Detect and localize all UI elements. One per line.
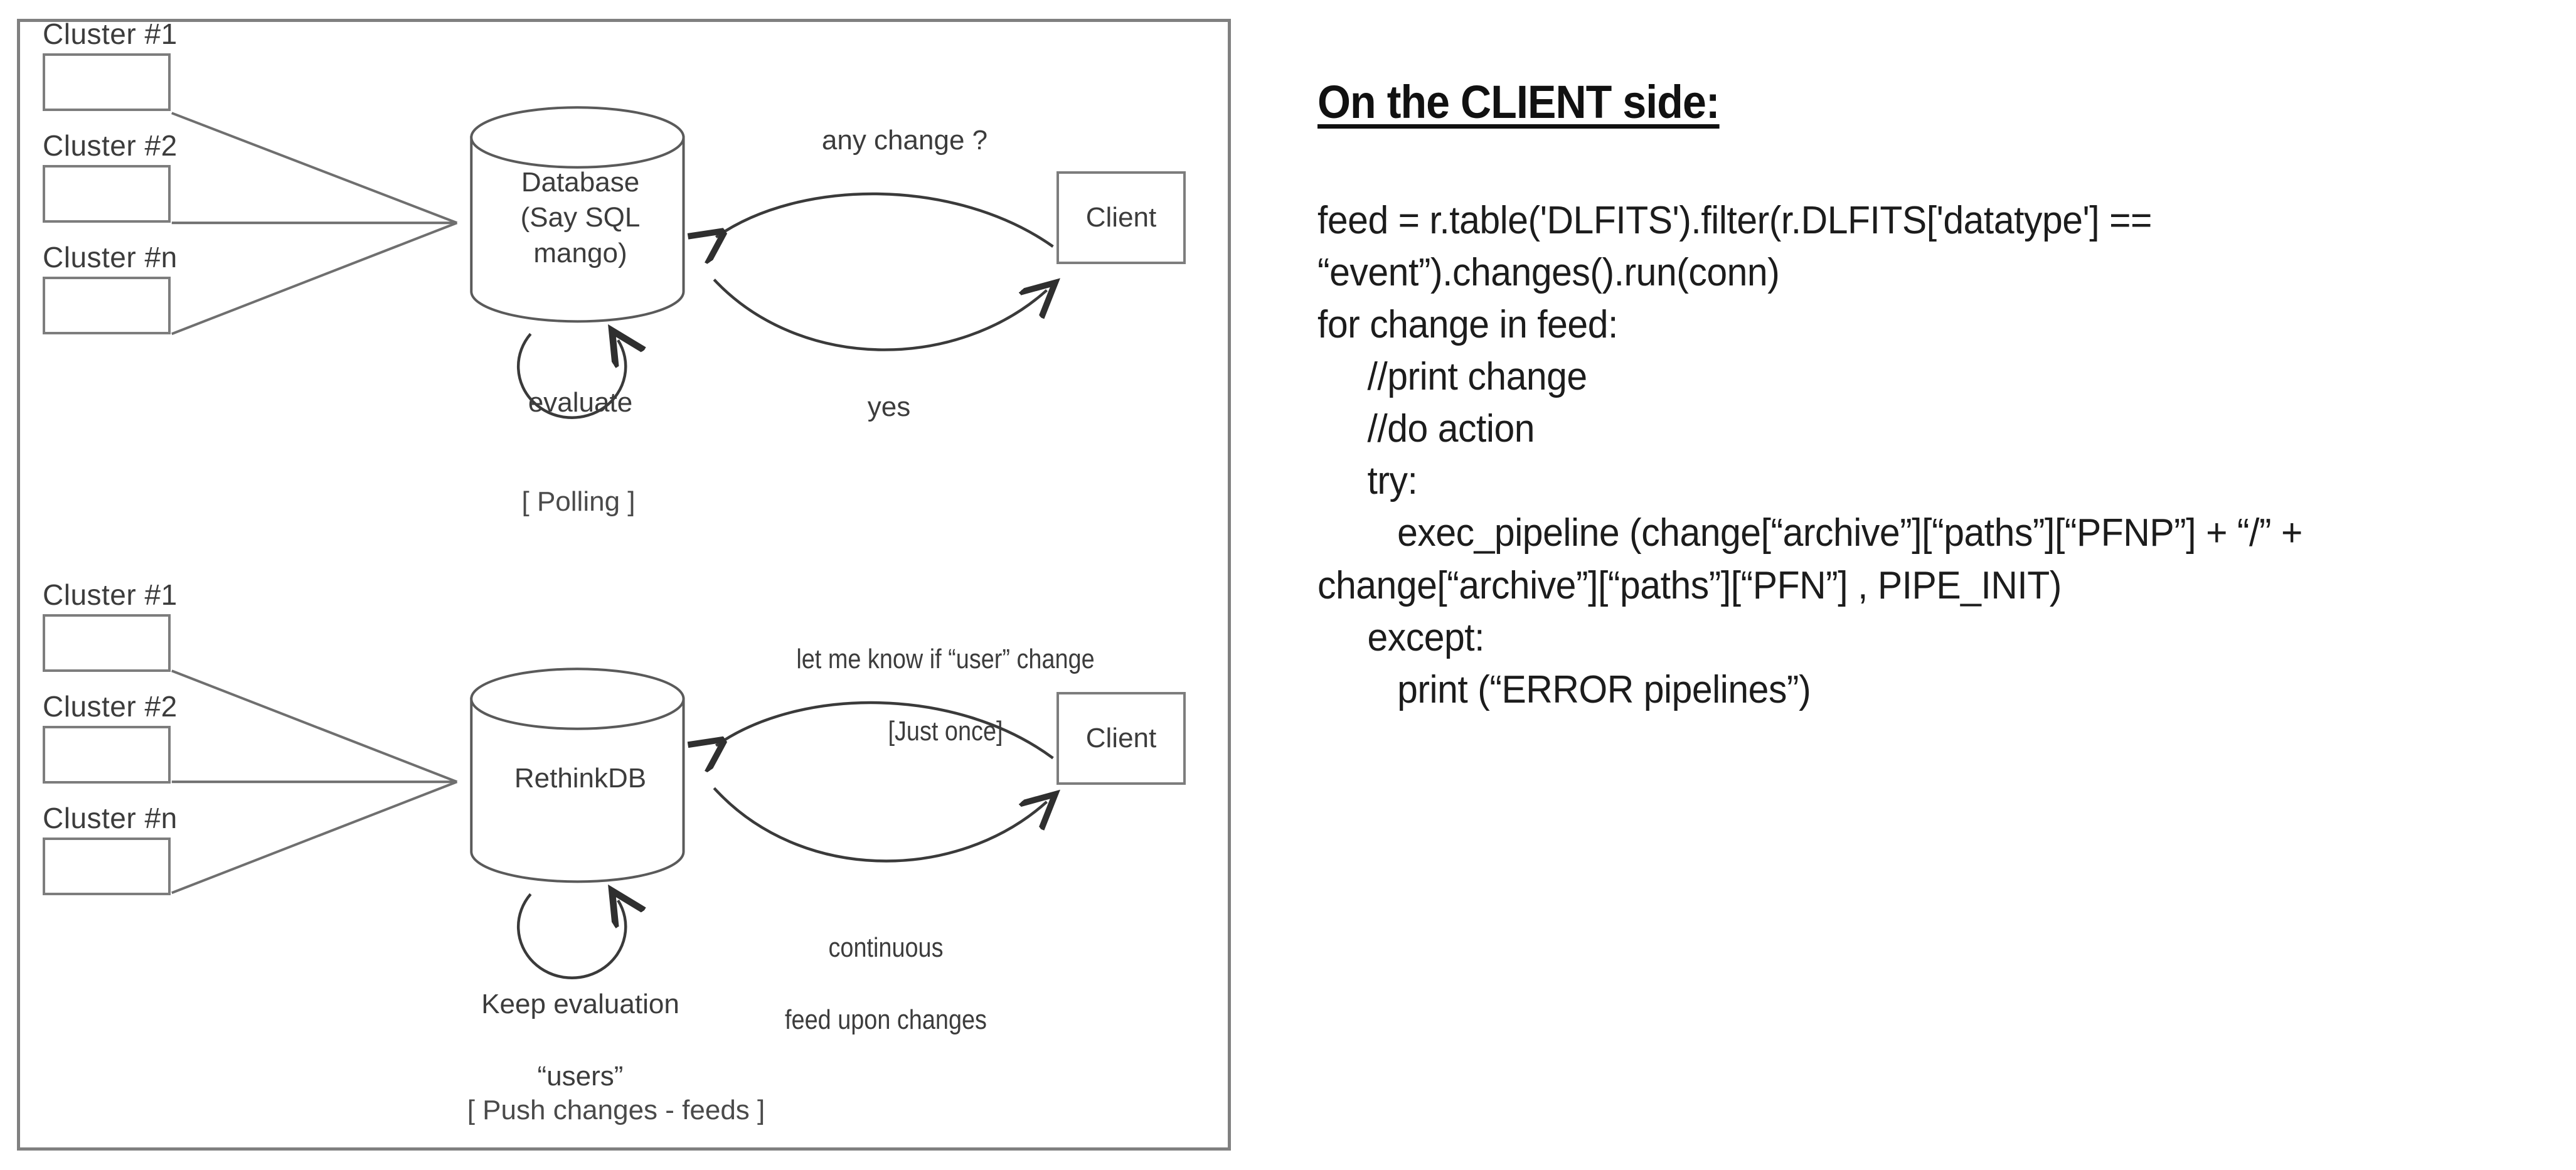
code-line: //do action — [1317, 407, 1535, 451]
code-line: try: — [1317, 459, 1418, 503]
code-line: for change in feed: — [1317, 303, 1618, 347]
continuous-feed-arrow — [713, 787, 1046, 863]
code-line: exec_pipeline (change[“archive”][“paths”… — [1317, 511, 2302, 555]
client-side-heading: On the CLIENT side: — [1317, 76, 1720, 128]
top-cluster-connectors — [171, 112, 458, 336]
continuous-feed-label: continuous feed upon changes — [745, 894, 1026, 1073]
cluster-label-bottom-1: Cluster #1 — [43, 578, 178, 611]
code-line: feed = r.table('DLFITS').filter(r.DLFITS… — [1317, 199, 2152, 242]
keep-evaluation-line-2: “users” — [537, 1060, 624, 1092]
cluster-box-top-3 — [43, 277, 171, 334]
code-line: “event”).changes().run(conn) — [1317, 251, 1780, 295]
architecture-diagram-panel: Cluster #1 Cluster #2 Cluster #n Databas… — [17, 18, 1231, 1151]
cluster-box-top-1 — [43, 53, 171, 111]
evaluate-label: evaluate — [528, 387, 633, 418]
evaluate-self-loop — [516, 334, 625, 419]
diagram-vector-layer — [171, 106, 1228, 979]
cluster-box-top-2 — [43, 165, 171, 223]
cluster-label-top-3: Cluster #n — [43, 241, 178, 274]
bottom-cluster-connectors — [171, 669, 458, 895]
code-listing: feed = r.table('DLFITS').filter(r.DLFITS… — [1317, 194, 2547, 716]
rethinkdb-node-label: RethinkDB — [514, 763, 647, 794]
client-side-code-panel: On the CLIENT side: feed = r.table('DLFI… — [1317, 75, 2547, 716]
database-label-line-2: (Say SQL — [520, 202, 641, 233]
any-change-arrow — [716, 192, 1054, 247]
client-box-bottom: Client — [1056, 692, 1186, 785]
continuous-feed-line-1: continuous — [828, 932, 944, 964]
cluster-label-top-1: Cluster #1 — [43, 18, 178, 50]
yes-arrow — [713, 280, 1046, 351]
cluster-box-bottom-3 — [43, 838, 171, 895]
continuous-feed-line-2: feed upon changes — [785, 1004, 987, 1035]
let-me-know-line-2: [Just once] — [888, 715, 1003, 747]
yes-label: yes — [867, 391, 911, 422]
polling-caption: [ Polling ] — [521, 486, 636, 517]
database-label-line-1: Database — [521, 167, 640, 198]
cluster-box-bottom-1 — [43, 614, 171, 672]
cluster-label-bottom-3: Cluster #n — [43, 802, 178, 834]
code-line: except: — [1317, 615, 1485, 659]
let-me-know-arrow — [716, 701, 1054, 758]
push-changes-caption: [ Push changes - feeds ] — [467, 1095, 765, 1125]
cluster-box-bottom-2 — [43, 726, 171, 784]
code-line: //print change — [1317, 355, 1587, 399]
code-line: change[“archive”][“paths”][“PFN”] , PIPE… — [1317, 563, 2062, 607]
database-cylinder-top — [470, 106, 685, 323]
keep-evaluation-label: Keep evaluation “users” — [442, 950, 718, 1130]
database-label-line-3: mango) — [533, 237, 627, 269]
client-box-top: Client — [1056, 171, 1186, 264]
any-change-label: any change ? — [821, 125, 988, 156]
code-line: print (“ERROR pipelines”) — [1317, 667, 1811, 711]
cluster-label-bottom-2: Cluster #2 — [43, 690, 178, 723]
keep-evaluation-self-loop — [516, 894, 625, 979]
cluster-label-top-2: Cluster #2 — [43, 129, 178, 162]
database-cylinder-bottom — [470, 667, 685, 883]
let-me-know-line-1: let me know if “user” change — [796, 644, 1095, 675]
database-node-label-top: Database (Say SQL mango) — [474, 165, 687, 271]
let-me-know-label: let me know if “user” change [Just once] — [721, 605, 1169, 785]
keep-evaluation-line-1: Keep evaluation — [481, 989, 679, 1020]
